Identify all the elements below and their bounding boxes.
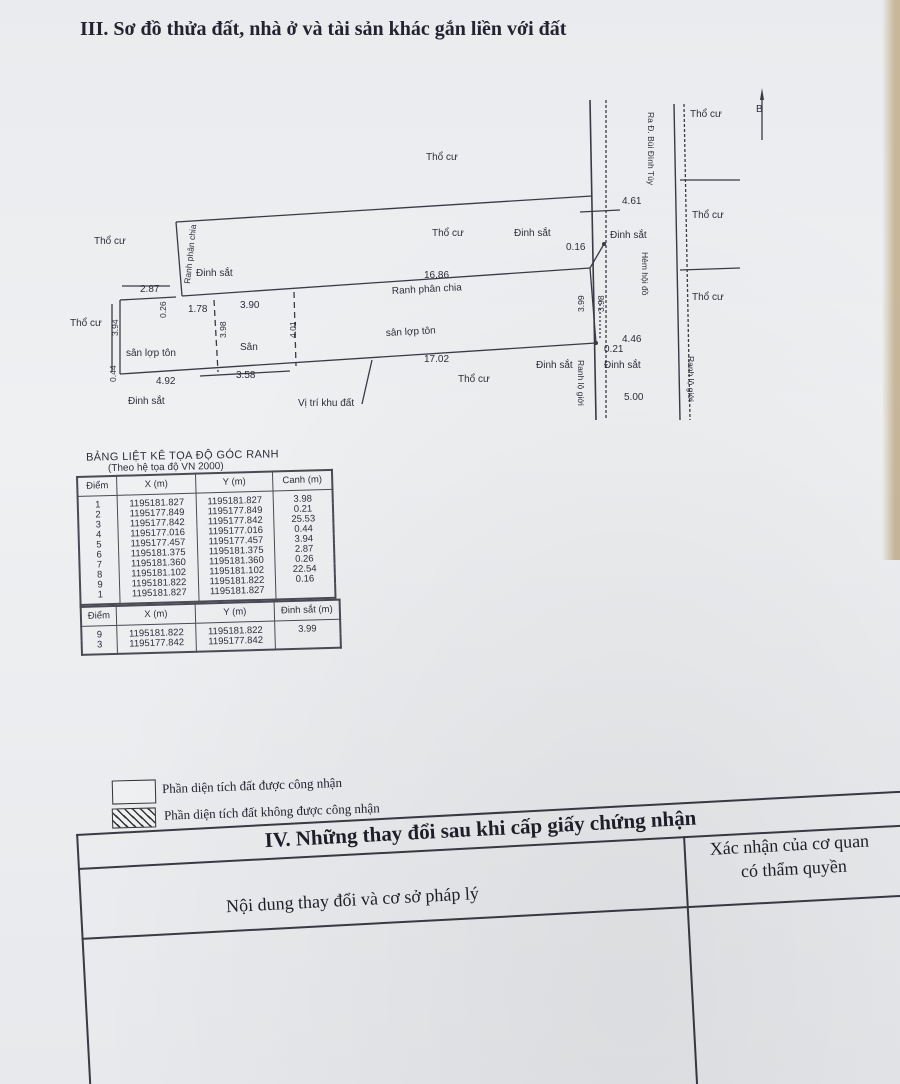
dim-4-01: 4.01 <box>288 321 298 338</box>
section4-left-border <box>76 833 94 1084</box>
cell-point: 1 <box>80 589 121 605</box>
interior-divider-2 <box>293 291 297 367</box>
label-tho-cu-far-left: Thổ cư <box>70 317 102 329</box>
paper-edge <box>882 0 900 560</box>
dim-3-99: 3.99 <box>576 295 586 312</box>
dim-3-58: 3.58 <box>236 370 256 381</box>
dim-0-26: 0.26 <box>158 301 168 318</box>
dim-16-86: 16.86 <box>424 270 449 281</box>
dinh-sat-marker-bottom <box>594 341 598 345</box>
ranh-lo-gioi-line <box>683 103 691 421</box>
label-san: Sân <box>240 342 258 353</box>
section4-column-divider <box>683 836 699 1084</box>
land-plot-diagram: B Thổ cư Thổ cư Thổ cư Thổ cư Thổ cư Thổ… <box>70 88 764 421</box>
cell-nail <box>275 633 341 650</box>
ranh-phan-chia-left <box>175 221 183 297</box>
interior-divider-1 <box>213 299 219 373</box>
col-edge: Canh (m) <box>272 469 333 492</box>
col-y: Y (m) <box>195 601 275 624</box>
label-ra-duong: Ra Đ. Bùi Đình Túy <box>646 112 656 186</box>
dim-3-98-right: 3.98 <box>596 295 606 312</box>
label-hem-hoi-do: Hẻm hội đồ <box>640 252 650 296</box>
vi-tri-pointer <box>361 359 373 405</box>
col-point: Điểm <box>77 475 118 497</box>
north-label: B <box>756 104 763 115</box>
right-parcel-line-2 <box>679 267 741 271</box>
label-ranh-phan-chia: Ranh phân chia <box>392 282 463 297</box>
cell-edge <box>275 583 336 600</box>
cell-point: 3 <box>81 639 118 655</box>
dim-3-90: 3.90 <box>240 300 260 311</box>
legend-swatch-recognized <box>111 779 157 805</box>
section-4: IV. Những thay đổi sau khi cấp giấy chứn… <box>76 785 900 1084</box>
dim-5-00: 5.00 <box>624 392 644 403</box>
legend-recognized: Phần diện tích đất được công nhận <box>161 774 343 797</box>
section-3-title: III. Sơ đồ thửa đất, nhà ở và tài sản kh… <box>80 18 567 40</box>
road-edge-left <box>589 99 597 421</box>
label-tho-cu-right-3: Thổ cư <box>692 291 724 303</box>
dim-17-02: 17.02 <box>424 354 449 365</box>
dim-line-4-61 <box>579 209 621 213</box>
section4-row-line <box>81 894 900 940</box>
upper-neighbour-line <box>175 195 593 223</box>
col-x: X (m) <box>116 473 197 496</box>
label-dinh-sat-1: Đinh sắt <box>514 226 551 239</box>
label-ranh-lo-gioi-right: Ranh lộ giới <box>686 356 696 402</box>
label-dinh-sat-4: Đinh sắt <box>536 358 573 371</box>
label-dinh-sat-2: Đinh sắt <box>610 228 647 241</box>
dim-0-21: 0.21 <box>604 344 624 355</box>
dim-0-16: 0.16 <box>566 242 586 253</box>
legend-swatch-unrecognized <box>111 807 157 829</box>
label-san-lop-ton-2: sân lợp tôn <box>126 348 176 359</box>
dim-1-78: 1.78 <box>188 304 208 315</box>
label-ranh-lo-gioi-left: Ranh lộ giới <box>576 360 586 406</box>
road-edge-right <box>673 103 681 421</box>
label-tho-cu-left: Thổ cư <box>94 235 126 247</box>
col-content-header: Nội dung thay đổi và cơ sở pháp lý <box>225 883 480 917</box>
cell-x: 1195177.842 <box>117 637 197 654</box>
dim-4-92: 4.92 <box>156 376 176 387</box>
col-point: Điểm <box>80 605 117 627</box>
north-arrow-head <box>760 88 764 100</box>
dim-line-3-58 <box>199 370 291 377</box>
cell-x: 1195181.827 <box>119 587 200 604</box>
plot-bottom-boundary <box>119 342 597 375</box>
plot-top-boundary <box>181 267 591 297</box>
label-dinh-sat-5: Đinh sắt <box>604 358 641 371</box>
label-tho-cu-top: Thổ cư <box>426 151 458 163</box>
label-tho-cu-middle: Thổ cư <box>432 227 464 239</box>
dim-4-61: 4.61 <box>622 196 642 207</box>
label-vi-tri-khu-dat: Vị trí khu đất <box>298 397 354 409</box>
plot-left-notch <box>119 296 177 301</box>
col-nail: Đinh sắt (m) <box>274 599 341 622</box>
col-y: Y (m) <box>195 471 273 494</box>
dim-4-46: 4.46 <box>622 334 642 345</box>
col-x: X (m) <box>116 603 196 626</box>
label-tho-cu-right-1: Thổ cư <box>690 108 722 120</box>
label-tho-cu-bottom: Thổ cư <box>458 373 490 385</box>
cell-y: 1195177.842 <box>196 635 276 652</box>
col-confirm-header-2: có thẩm quyền <box>740 855 848 882</box>
dinh-sat-marker-top <box>602 242 606 246</box>
dim-2-87: 2.87 <box>140 284 160 295</box>
dim-3-94: 3.94 <box>110 319 120 336</box>
dim-3-98: 3.98 <box>218 321 228 338</box>
cell-y: 1195181.827 <box>198 585 277 602</box>
label-dinh-sat-3: Đinh sắt <box>196 266 233 279</box>
label-dinh-sat-6: Đinh sắt <box>128 394 165 407</box>
dim-0-44: 0.44 <box>108 365 118 382</box>
label-tho-cu-right-2: Thổ cư <box>692 209 724 221</box>
label-san-lop-ton-1: sân lợp tôn <box>386 325 436 339</box>
